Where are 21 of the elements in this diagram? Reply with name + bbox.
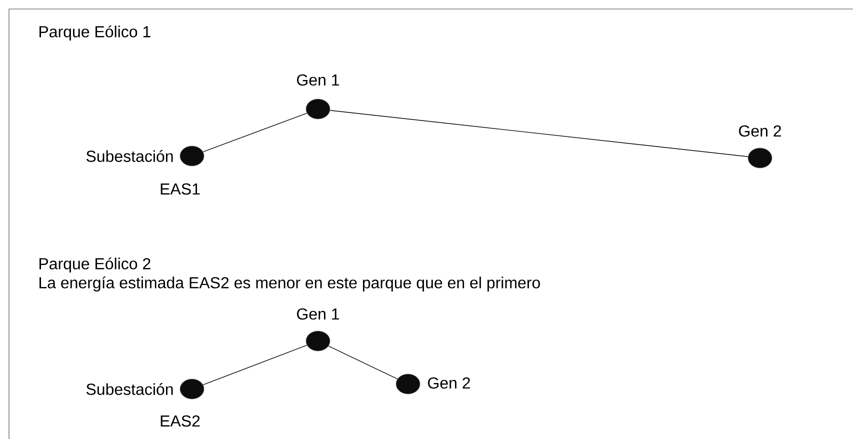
node-label: Gen 2 [739,125,781,137]
node-label: Subestación [86,150,173,162]
node-dot [180,146,204,166]
heading-text: Parque Eólico 2 [40,257,150,273]
node-label: Gen 1 [297,308,339,320]
node-label: Gen 1 [297,74,339,86]
node-label: Subestación [86,383,173,395]
node-dot [396,374,420,394]
node-label: EAS2 [160,415,200,427]
node-dot [180,378,204,400]
node-label: Gen 2 [428,377,470,389]
heading-text: La energía estimada EAS2 es menor en este parque que en el primero [40,276,540,292]
connector-line [328,346,398,380]
heading-text: Parque Eólico 1 [40,25,150,41]
connector-line [330,110,748,157]
node-dot [306,98,330,120]
node-dot [306,330,330,352]
node-label: EAS1 [160,183,200,195]
connector-line [202,344,308,386]
connector-line [202,112,308,152]
node-dot [748,148,772,168]
